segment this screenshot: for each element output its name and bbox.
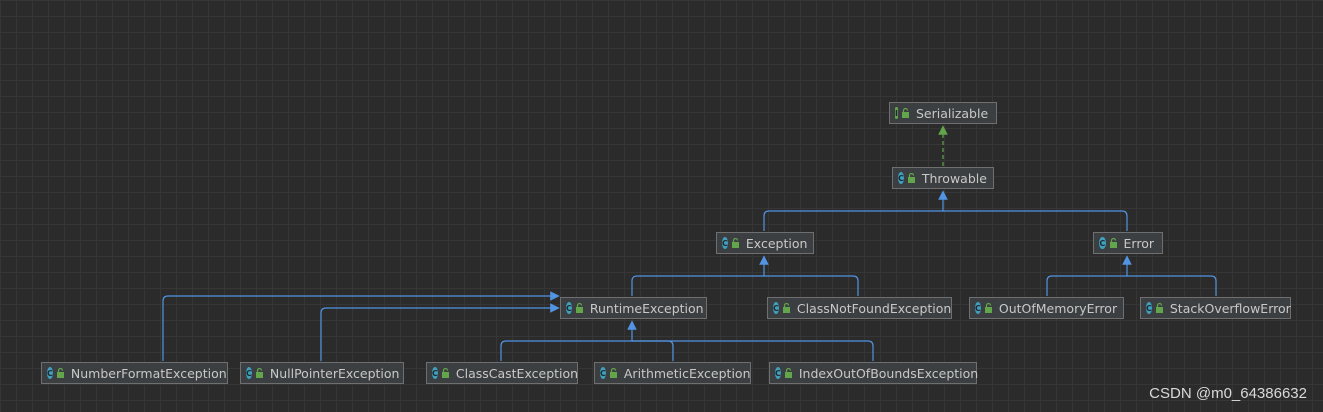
class-icon: C bbox=[773, 302, 779, 314]
class-icon: C bbox=[975, 302, 981, 314]
edge-classnotfoundexception-extends-exception bbox=[764, 275, 859, 296]
edge-outofmemoryerror-extends-error bbox=[1046, 255, 1132, 296]
node-label: ClassNotFoundException bbox=[796, 300, 952, 316]
public-access-icon bbox=[1155, 303, 1164, 313]
node-label: RuntimeException bbox=[589, 300, 704, 316]
node-label: Error bbox=[1123, 235, 1154, 251]
node-label: IndexOutOfBoundsException bbox=[798, 365, 979, 381]
edge-runtimeexception-extends-exception bbox=[631, 255, 769, 296]
node-throwable[interactable]: C Throwable bbox=[892, 167, 994, 189]
class-icon: C bbox=[246, 367, 252, 379]
node-stackoverflowerror[interactable]: C StackOverflowError bbox=[1140, 297, 1291, 319]
edge-classcastexception-extends-runtimeexception bbox=[500, 320, 637, 361]
node-label: Exception bbox=[745, 235, 808, 251]
class-icon: C bbox=[600, 367, 606, 379]
node-serializable[interactable]: I Serializable bbox=[889, 102, 997, 124]
node-outofmemoryerror[interactable]: C OutOfMemoryError bbox=[969, 297, 1124, 319]
public-access-icon bbox=[731, 238, 740, 248]
public-access-icon bbox=[609, 368, 618, 378]
class-icon: C bbox=[47, 367, 53, 379]
edge-stackoverflowerror-extends-error bbox=[1127, 275, 1217, 296]
class-icon: C bbox=[432, 367, 438, 379]
node-exception[interactable]: C Exception bbox=[716, 232, 814, 254]
node-label: ArithmeticException bbox=[623, 365, 751, 381]
node-label: OutOfMemoryError bbox=[998, 300, 1118, 316]
edge-error-extends-throwable bbox=[943, 210, 1128, 231]
public-access-icon bbox=[784, 368, 793, 378]
node-arithmeticexception[interactable]: C ArithmeticException bbox=[594, 362, 751, 384]
watermark: CSDN @m0_64386632 bbox=[1149, 385, 1307, 402]
public-access-icon bbox=[56, 368, 65, 378]
public-access-icon bbox=[575, 303, 584, 313]
class-icon: C bbox=[775, 367, 781, 379]
edge-exception-extends-throwable bbox=[763, 190, 948, 231]
node-label: NullPointerException bbox=[269, 365, 400, 381]
public-access-icon bbox=[441, 368, 450, 378]
class-icon: C bbox=[722, 237, 728, 249]
edge-arithmeticexception-extends-runtimeexception bbox=[632, 340, 674, 361]
node-classnotfoundexception[interactable]: C ClassNotFoundException bbox=[767, 297, 952, 319]
node-label: StackOverflowError bbox=[1169, 300, 1291, 316]
node-error[interactable]: C Error bbox=[1093, 232, 1163, 254]
interface-icon: I bbox=[895, 107, 898, 119]
node-label: Throwable bbox=[921, 170, 987, 186]
node-nullpointerexception[interactable]: C NullPointerException bbox=[240, 362, 404, 384]
node-label: NumberFormatException bbox=[70, 365, 227, 381]
public-access-icon bbox=[901, 108, 910, 118]
class-icon: C bbox=[1099, 237, 1106, 249]
class-icon: C bbox=[898, 172, 904, 184]
node-indexoutofboundsexception[interactable]: C IndexOutOfBoundsException bbox=[769, 362, 979, 384]
public-access-icon bbox=[255, 368, 264, 378]
node-runtimeexception[interactable]: C RuntimeException bbox=[560, 297, 707, 319]
class-icon: C bbox=[566, 302, 572, 314]
node-label: Serializable bbox=[915, 105, 989, 121]
public-access-icon bbox=[984, 303, 993, 313]
public-access-icon bbox=[1109, 238, 1118, 248]
edge-indexoutofboundsexception-extends-runtimeexception bbox=[632, 340, 874, 361]
node-label: ClassCastException bbox=[455, 365, 579, 381]
edge-numberformatexception-extends-runtimeexception bbox=[162, 291, 560, 361]
node-classcastexception[interactable]: C ClassCastException bbox=[426, 362, 578, 384]
public-access-icon bbox=[907, 173, 916, 183]
public-access-icon bbox=[782, 303, 791, 313]
edge-nullpointerexception-extends-runtimeexception bbox=[320, 303, 560, 361]
class-icon: C bbox=[1146, 302, 1152, 314]
node-numberformatexception[interactable]: C NumberFormatException bbox=[41, 362, 228, 384]
